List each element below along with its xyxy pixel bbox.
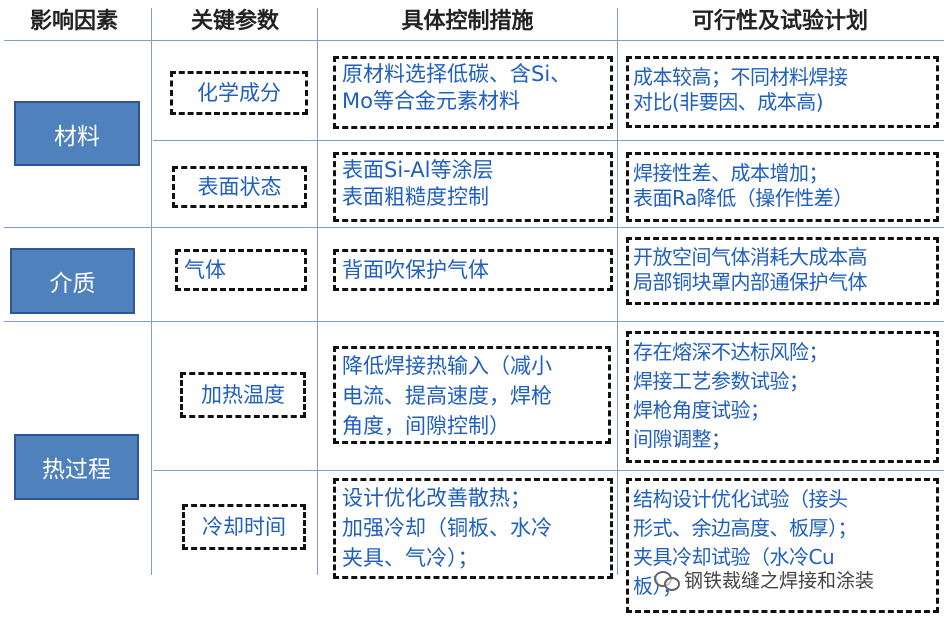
feasibility-line: 间隙调整；	[633, 427, 731, 451]
wechat-icon	[654, 569, 680, 591]
param-surface-state: 表面状态	[172, 166, 307, 208]
column-divider-1	[151, 8, 152, 575]
feasibility-line: 形式、余边高度、板厚）；	[633, 516, 858, 540]
measure-line: 原材料选择低碳、含Si、	[342, 62, 572, 86]
measure-gas: 背面吹保护气体	[333, 249, 613, 291]
feasibility-cooling-time: 结构设计优化试验（接头 形式、余边高度、板厚）； 夹具冷却试验（水冷Cu 板）；	[626, 478, 939, 613]
measure-heating-temperature: 降低焊接热输入（减小 电流、提高速度，焊枪 角度，间隙控制）	[333, 346, 611, 444]
feasibility-line: 开放空间气体消耗大成本高	[633, 245, 868, 269]
measure-line: 电流、提高速度，焊枪	[342, 384, 552, 408]
group-divider-medium	[4, 321, 944, 322]
header-divider	[4, 40, 944, 41]
measure-line: 夹具、气冷）；	[342, 546, 479, 570]
feasibility-line: 对比(非要因、成本高)	[633, 90, 824, 114]
measure-line: 表面Si-Al等涂层	[342, 158, 494, 182]
group-divider-material	[4, 227, 944, 228]
column-divider-3	[617, 8, 618, 575]
feasibility-line: 焊接性差、成本增加；	[633, 161, 829, 185]
header-param: 关键参数	[190, 8, 279, 34]
param-gas-label: 气体	[184, 258, 226, 282]
measure-line: 表面粗糙度控制	[342, 185, 489, 209]
feasibility-heating-temperature: 存在熔深不达标风险； 焊接工艺参数试验； 焊枪角度试验； 间隙调整；	[626, 331, 939, 463]
measure-line: 角度，间隙控制）	[342, 414, 510, 438]
measure-surface-state: 表面Si-Al等涂层 表面粗糙度控制	[333, 152, 613, 222]
feasibility-chemical-composition: 成本较高；不同材料焊接 对比(非要因、成本高)	[626, 56, 939, 128]
feasibility-line: 表面Ra降低（操作性差）	[633, 186, 853, 210]
param-heating-temperature: 加热温度	[180, 372, 306, 418]
feasibility-line: 存在熔深不达标风险；	[633, 340, 829, 364]
measure-line: 背面吹保护气体	[342, 258, 489, 282]
feasibility-line: 焊枪角度试验；	[633, 398, 770, 422]
measure-line: 设计优化改善散热；	[342, 486, 531, 510]
factor-thermal-process: 热过程	[14, 434, 139, 500]
column-divider-2	[317, 8, 318, 575]
watermark-text: 钢铁裁缝之焊接和涂装	[684, 569, 875, 592]
measure-chemical-composition: 原材料选择低碳、含Si、 Mo等合金元素材料	[333, 56, 613, 129]
measure-line: 加强冷却（铜板、水冷	[342, 516, 552, 540]
feasibility-line: 成本较高；不同材料焊接	[633, 65, 848, 89]
feasibility-surface-state: 焊接性差、成本增加； 表面Ra降低（操作性差）	[626, 152, 939, 222]
factor-medium: 介质	[10, 248, 135, 314]
watermark: 钢铁裁缝之焊接和涂装	[654, 566, 874, 592]
header-feasibility: 可行性及试验计划	[691, 8, 868, 34]
header-factor: 影响因素	[29, 8, 118, 34]
row-divider-cooling	[153, 470, 944, 471]
param-gas: 气体	[175, 249, 307, 291]
measure-line: Mo等合金元素材料	[342, 89, 520, 113]
param-chemical-composition: 化学成分	[170, 71, 308, 115]
measure-cooling-time: 设计优化改善散热； 加强冷却（铜板、水冷 夹具、气冷）；	[333, 478, 613, 579]
header-measure: 具体控制措施	[401, 8, 534, 34]
feasibility-line: 焊接工艺参数试验；	[633, 369, 809, 393]
feasibility-gas: 开放空间气体消耗大成本高 局部铜块罩内部通保护气体	[626, 237, 939, 305]
factor-material: 材料	[14, 101, 140, 166]
param-cooling-time: 冷却时间	[182, 504, 306, 550]
feasibility-line: 局部铜块罩内部通保护气体	[633, 270, 868, 294]
feasibility-line: 夹具冷却试验（水冷Cu	[633, 545, 835, 569]
measure-line: 降低焊接热输入（减小	[342, 354, 552, 378]
feasibility-line: 结构设计优化试验（接头	[633, 487, 848, 511]
row-divider-surface	[153, 140, 944, 141]
